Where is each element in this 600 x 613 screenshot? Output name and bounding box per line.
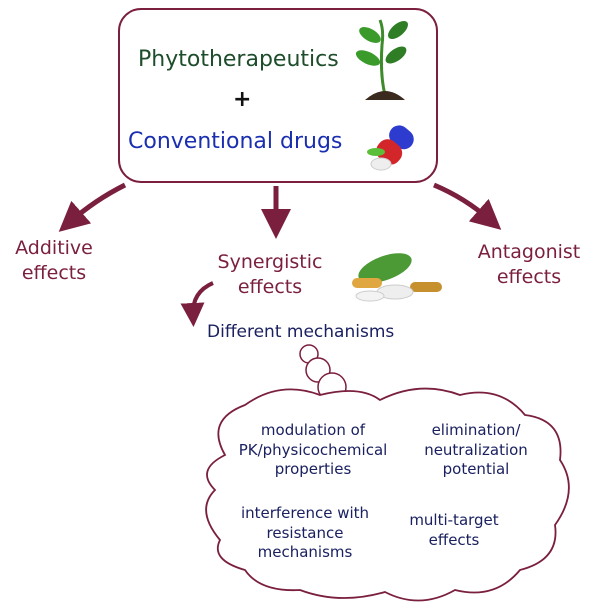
- arrow-to-antagonist: [433, 182, 502, 230]
- conventional-drugs-label: Conventional drugs: [128, 129, 343, 154]
- different-mechanisms-title: Different mechanisms: [207, 322, 395, 342]
- arrow-to-additive: [58, 182, 127, 232]
- phytotherapeutics-label: Phytotherapeutics: [138, 47, 339, 72]
- curved-arrow-to-mechanisms: [180, 281, 214, 327]
- herb-and-pills-icon: [352, 253, 442, 302]
- plant-icon: [355, 19, 408, 100]
- pills-icon: [367, 125, 414, 171]
- plus-sign: +: [233, 87, 252, 112]
- mechanisms-cloud: [205, 387, 570, 602]
